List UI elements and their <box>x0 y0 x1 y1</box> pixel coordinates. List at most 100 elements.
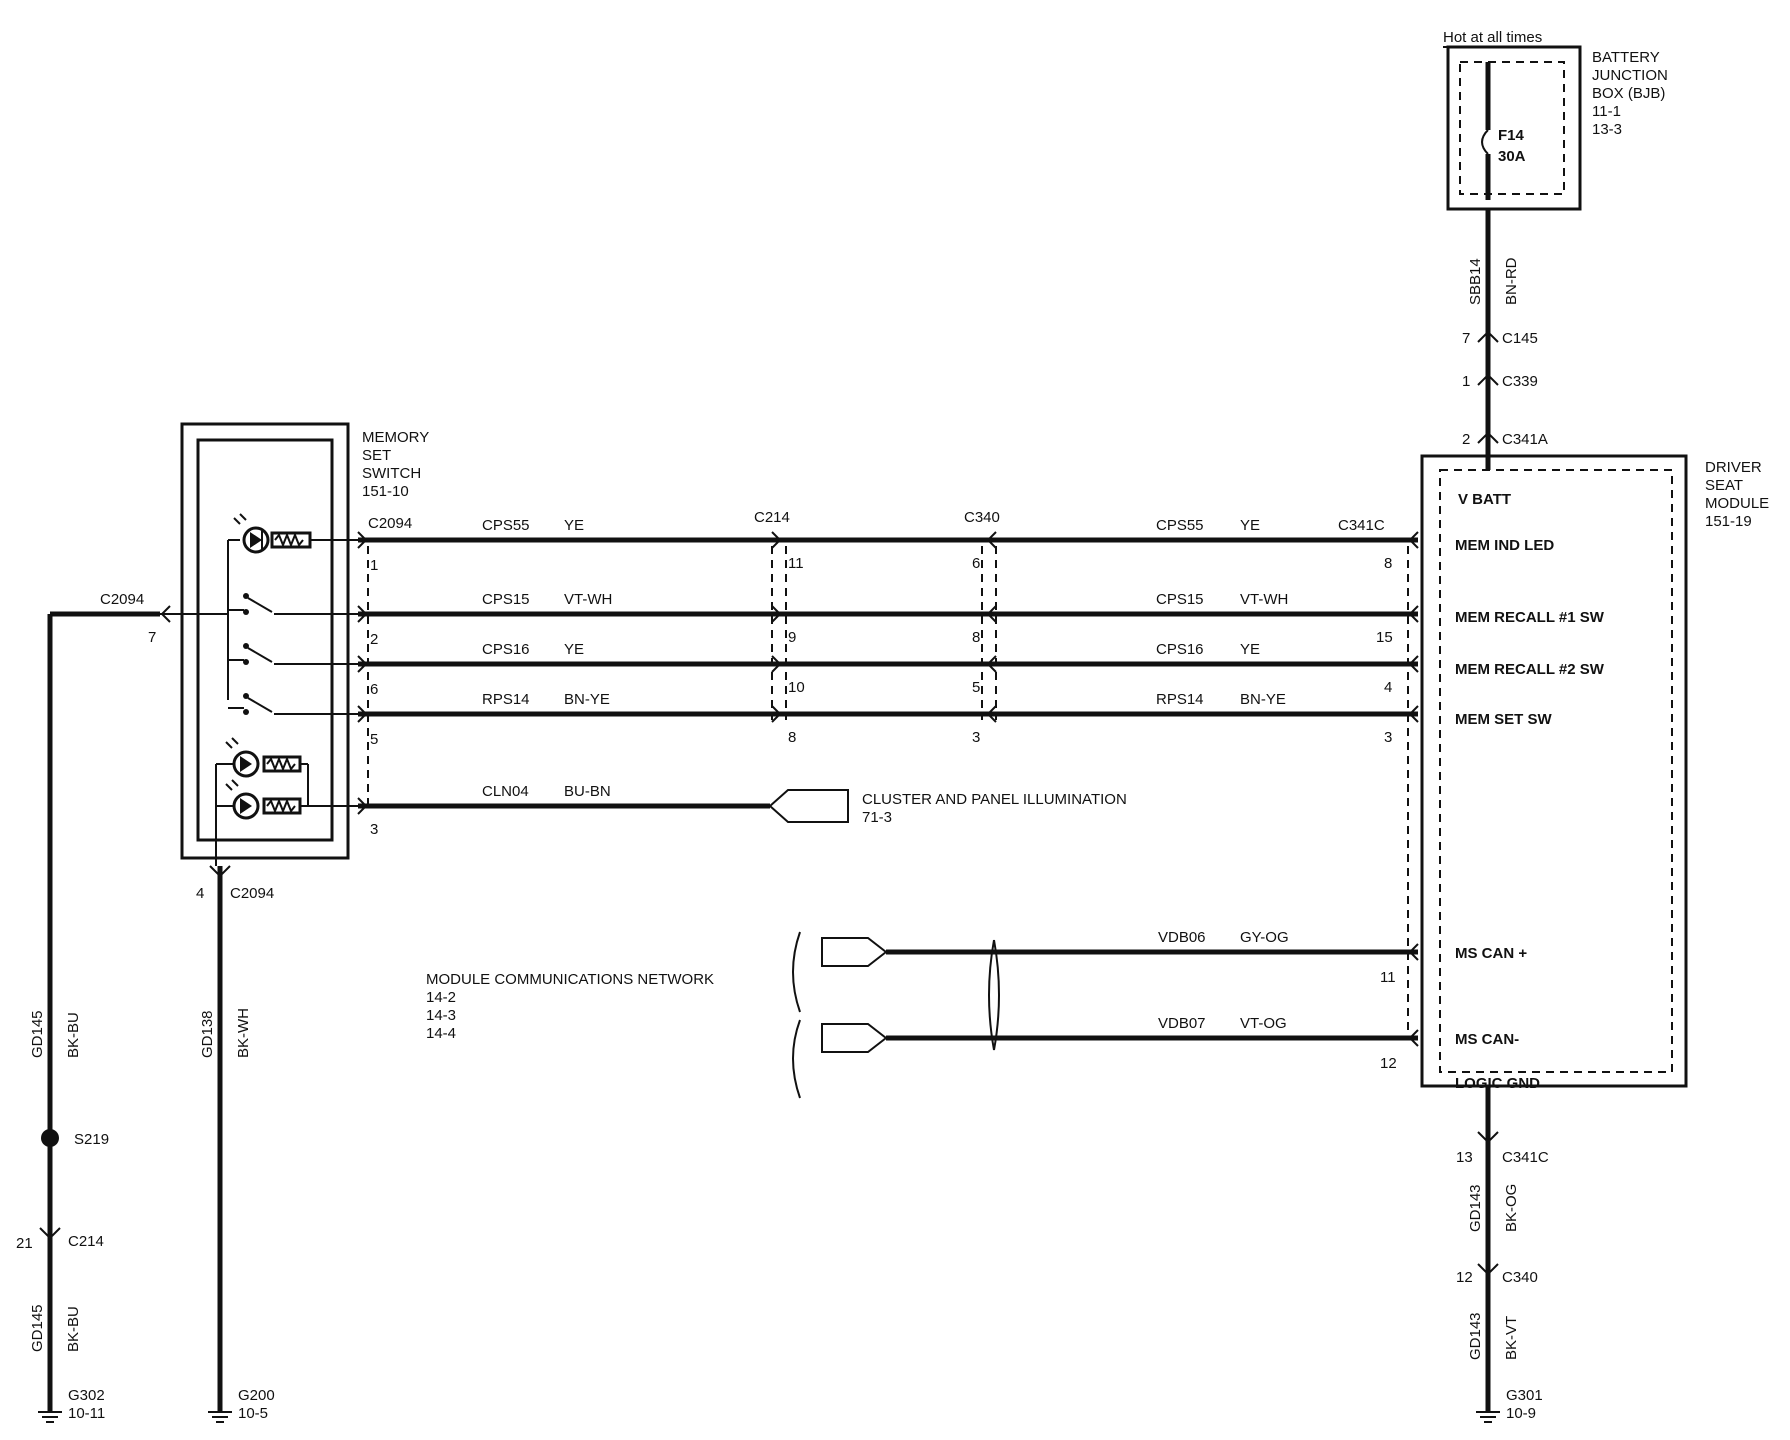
bjb-title-5: 13-3 <box>1592 121 1622 138</box>
vdb06-color: GY-OG <box>1240 929 1289 946</box>
c340-pin-5: 5 <box>972 679 980 696</box>
c214-pin-10: 10 <box>788 679 805 696</box>
c340-label: C340 <box>964 509 1000 526</box>
c214-pin-9: 9 <box>788 629 796 646</box>
mid-c2094-label: C2094 <box>230 885 274 902</box>
c341a-pin: 2 <box>1462 431 1470 448</box>
dsm-pin-vbatt: V BATT <box>1458 491 1511 508</box>
cps15-left-color: VT-WH <box>564 591 612 608</box>
battery-junction-box: Hot at all times F14 30A BATTERY JUNCTIO… <box>1443 29 1668 211</box>
g302-ref: 10-11 <box>68 1405 105 1422</box>
mss-title-1: MEMORY <box>362 429 429 446</box>
dsm-pin-ms-can-minus: MS CAN- <box>1455 1031 1519 1048</box>
fuse-name: F14 <box>1498 127 1525 144</box>
rps14-right-circuit: RPS14 <box>1156 691 1204 708</box>
mss-title-3: SWITCH <box>362 465 421 482</box>
cps16-left-color: YE <box>564 641 584 658</box>
c2094-pin-1: 1 <box>370 557 378 574</box>
g301-label: G301 <box>1506 1387 1543 1404</box>
network-title: MODULE COMMUNICATIONS NETWORK <box>426 971 714 988</box>
gd145-lower-color: BK-BU <box>65 1306 82 1352</box>
c2094-pin-5: 5 <box>370 731 378 748</box>
top-wire-color: BN-RD <box>1503 257 1520 305</box>
c341c-connector: C341C 8 15 4 3 <box>1338 517 1409 1040</box>
network-ref-3: 14-4 <box>426 1025 456 1042</box>
circuit-row-mem-recall-1: CPS15 VT-WH CPS15 VT-WH <box>357 591 1419 623</box>
c340-ground-pin: 12 <box>1456 1269 1473 1286</box>
c339-pin: 1 <box>1462 373 1470 390</box>
illumination-lamp-icon <box>215 737 358 866</box>
illum-dest-ref: 71-3 <box>862 809 892 826</box>
s219-label: S219 <box>74 1131 109 1148</box>
c145-name: C145 <box>1502 330 1538 347</box>
gd143-upper-color: BK-OG <box>1503 1184 1520 1232</box>
gd138-circuit: GD138 <box>199 1010 216 1058</box>
switch-recall-1-icon <box>228 593 358 615</box>
driver-seat-module: DRIVER SEAT MODULE 151-19 V BATT MEM IND… <box>1420 454 1769 1092</box>
c341c-pin-8: 8 <box>1384 555 1392 572</box>
vdb06-circuit: VDB06 <box>1158 929 1206 946</box>
dsm-title-2: SEAT <box>1705 477 1743 494</box>
c341c-label: C341C <box>1338 517 1385 534</box>
switch-set-icon <box>228 693 358 715</box>
cln04-circuit: CLN04 <box>482 783 529 800</box>
mss-title-4: 151-10 <box>362 483 409 500</box>
gd143-lower-color: BK-VT <box>1503 1316 1520 1360</box>
c214-label: C214 <box>754 509 790 526</box>
cps55-right-circuit: CPS55 <box>1156 517 1204 534</box>
c2094-pin-2: 2 <box>370 631 378 648</box>
illum-dest-title: CLUSTER AND PANEL ILLUMINATION <box>862 791 1127 808</box>
c2094-pin-6: 6 <box>370 681 378 698</box>
rps14-right-color: BN-YE <box>1240 691 1286 708</box>
c341c-pin-15: 15 <box>1376 629 1393 646</box>
cln04-color: BU-BN <box>564 783 611 800</box>
bjb-hot-label: Hot at all times <box>1443 29 1542 46</box>
c340-inline-connector: C340 6 8 5 3 <box>964 509 1000 746</box>
bjb-title-3: BOX (BJB) <box>1592 85 1665 102</box>
c339-name: C339 <box>1502 373 1538 390</box>
gd145-lower-circuit: GD145 <box>29 1304 46 1352</box>
c214-inline-connector: C214 11 9 10 8 <box>754 509 805 746</box>
dsm-pin-mem-recall-1: MEM RECALL #1 SW <box>1455 609 1605 626</box>
c2094-label: C2094 <box>368 515 412 532</box>
g200-label: G200 <box>238 1387 275 1404</box>
circuit-row-mem-ind-led: CPS55 YE CPS55 YE <box>357 517 1419 549</box>
circuit-row-mem-recall-2: CPS16 YE CPS16 YE <box>357 641 1419 673</box>
gd145-upper-circuit: GD145 <box>29 1010 46 1058</box>
c340-pin-6: 6 <box>972 555 980 572</box>
cps55-right-color: YE <box>1240 517 1260 534</box>
rps14-left-circuit: RPS14 <box>482 691 530 708</box>
middle-ground-circuit: 4 C2094 GD138 BK-WH G200 10-5 <box>196 865 275 1423</box>
cps55-left-circuit: CPS55 <box>482 517 530 534</box>
vdb07-color: VT-OG <box>1240 1015 1287 1032</box>
dsm-title-1: DRIVER <box>1705 459 1762 476</box>
dsm-title-4: 151-19 <box>1705 513 1752 530</box>
circuit-row-mem-set-sw: RPS14 BN-YE RPS14 BN-YE <box>357 691 1419 723</box>
module-communications-network: MODULE COMMUNICATIONS NETWORK 14-2 14-3 … <box>426 929 1419 1099</box>
cps55-left-color: YE <box>564 517 584 534</box>
network-ref-1: 14-2 <box>426 989 456 1006</box>
left-c2094-label: C2094 <box>100 591 144 608</box>
c340-pin-3: 3 <box>972 729 980 746</box>
vdb06-pin: 11 <box>1380 969 1396 986</box>
c214-ground-label: C214 <box>68 1233 104 1250</box>
dsm-pin-ms-can-plus: MS CAN + <box>1455 945 1527 962</box>
c340-pin-8: 8 <box>972 629 980 646</box>
c214-pin-8: 8 <box>788 729 796 746</box>
left-ground-circuit: C2094 7 GD145 BK-BU S219 21 C214 GD145 B… <box>16 591 228 1423</box>
dsm-pin-mem-ind-led: MEM IND LED <box>1455 537 1554 554</box>
gd145-upper-color: BK-BU <box>65 1012 82 1058</box>
gd143-upper-circuit: GD143 <box>1467 1184 1484 1232</box>
gd143-lower-circuit: GD143 <box>1467 1312 1484 1360</box>
c145-pin: 7 <box>1462 330 1470 347</box>
cps15-right-color: VT-WH <box>1240 591 1288 608</box>
rps14-left-color: BN-YE <box>564 691 610 708</box>
c341c-pin-4: 4 <box>1384 679 1392 696</box>
switch-recall-2-icon <box>228 643 358 665</box>
c341c-ground-label: C341C <box>1502 1149 1549 1166</box>
mid-c2094-pin: 4 <box>196 885 204 902</box>
dsm-pin-mem-recall-2: MEM RECALL #2 SW <box>1455 661 1605 678</box>
left-c2094-pin: 7 <box>148 629 156 646</box>
c2094-pin-3: 3 <box>370 821 378 838</box>
